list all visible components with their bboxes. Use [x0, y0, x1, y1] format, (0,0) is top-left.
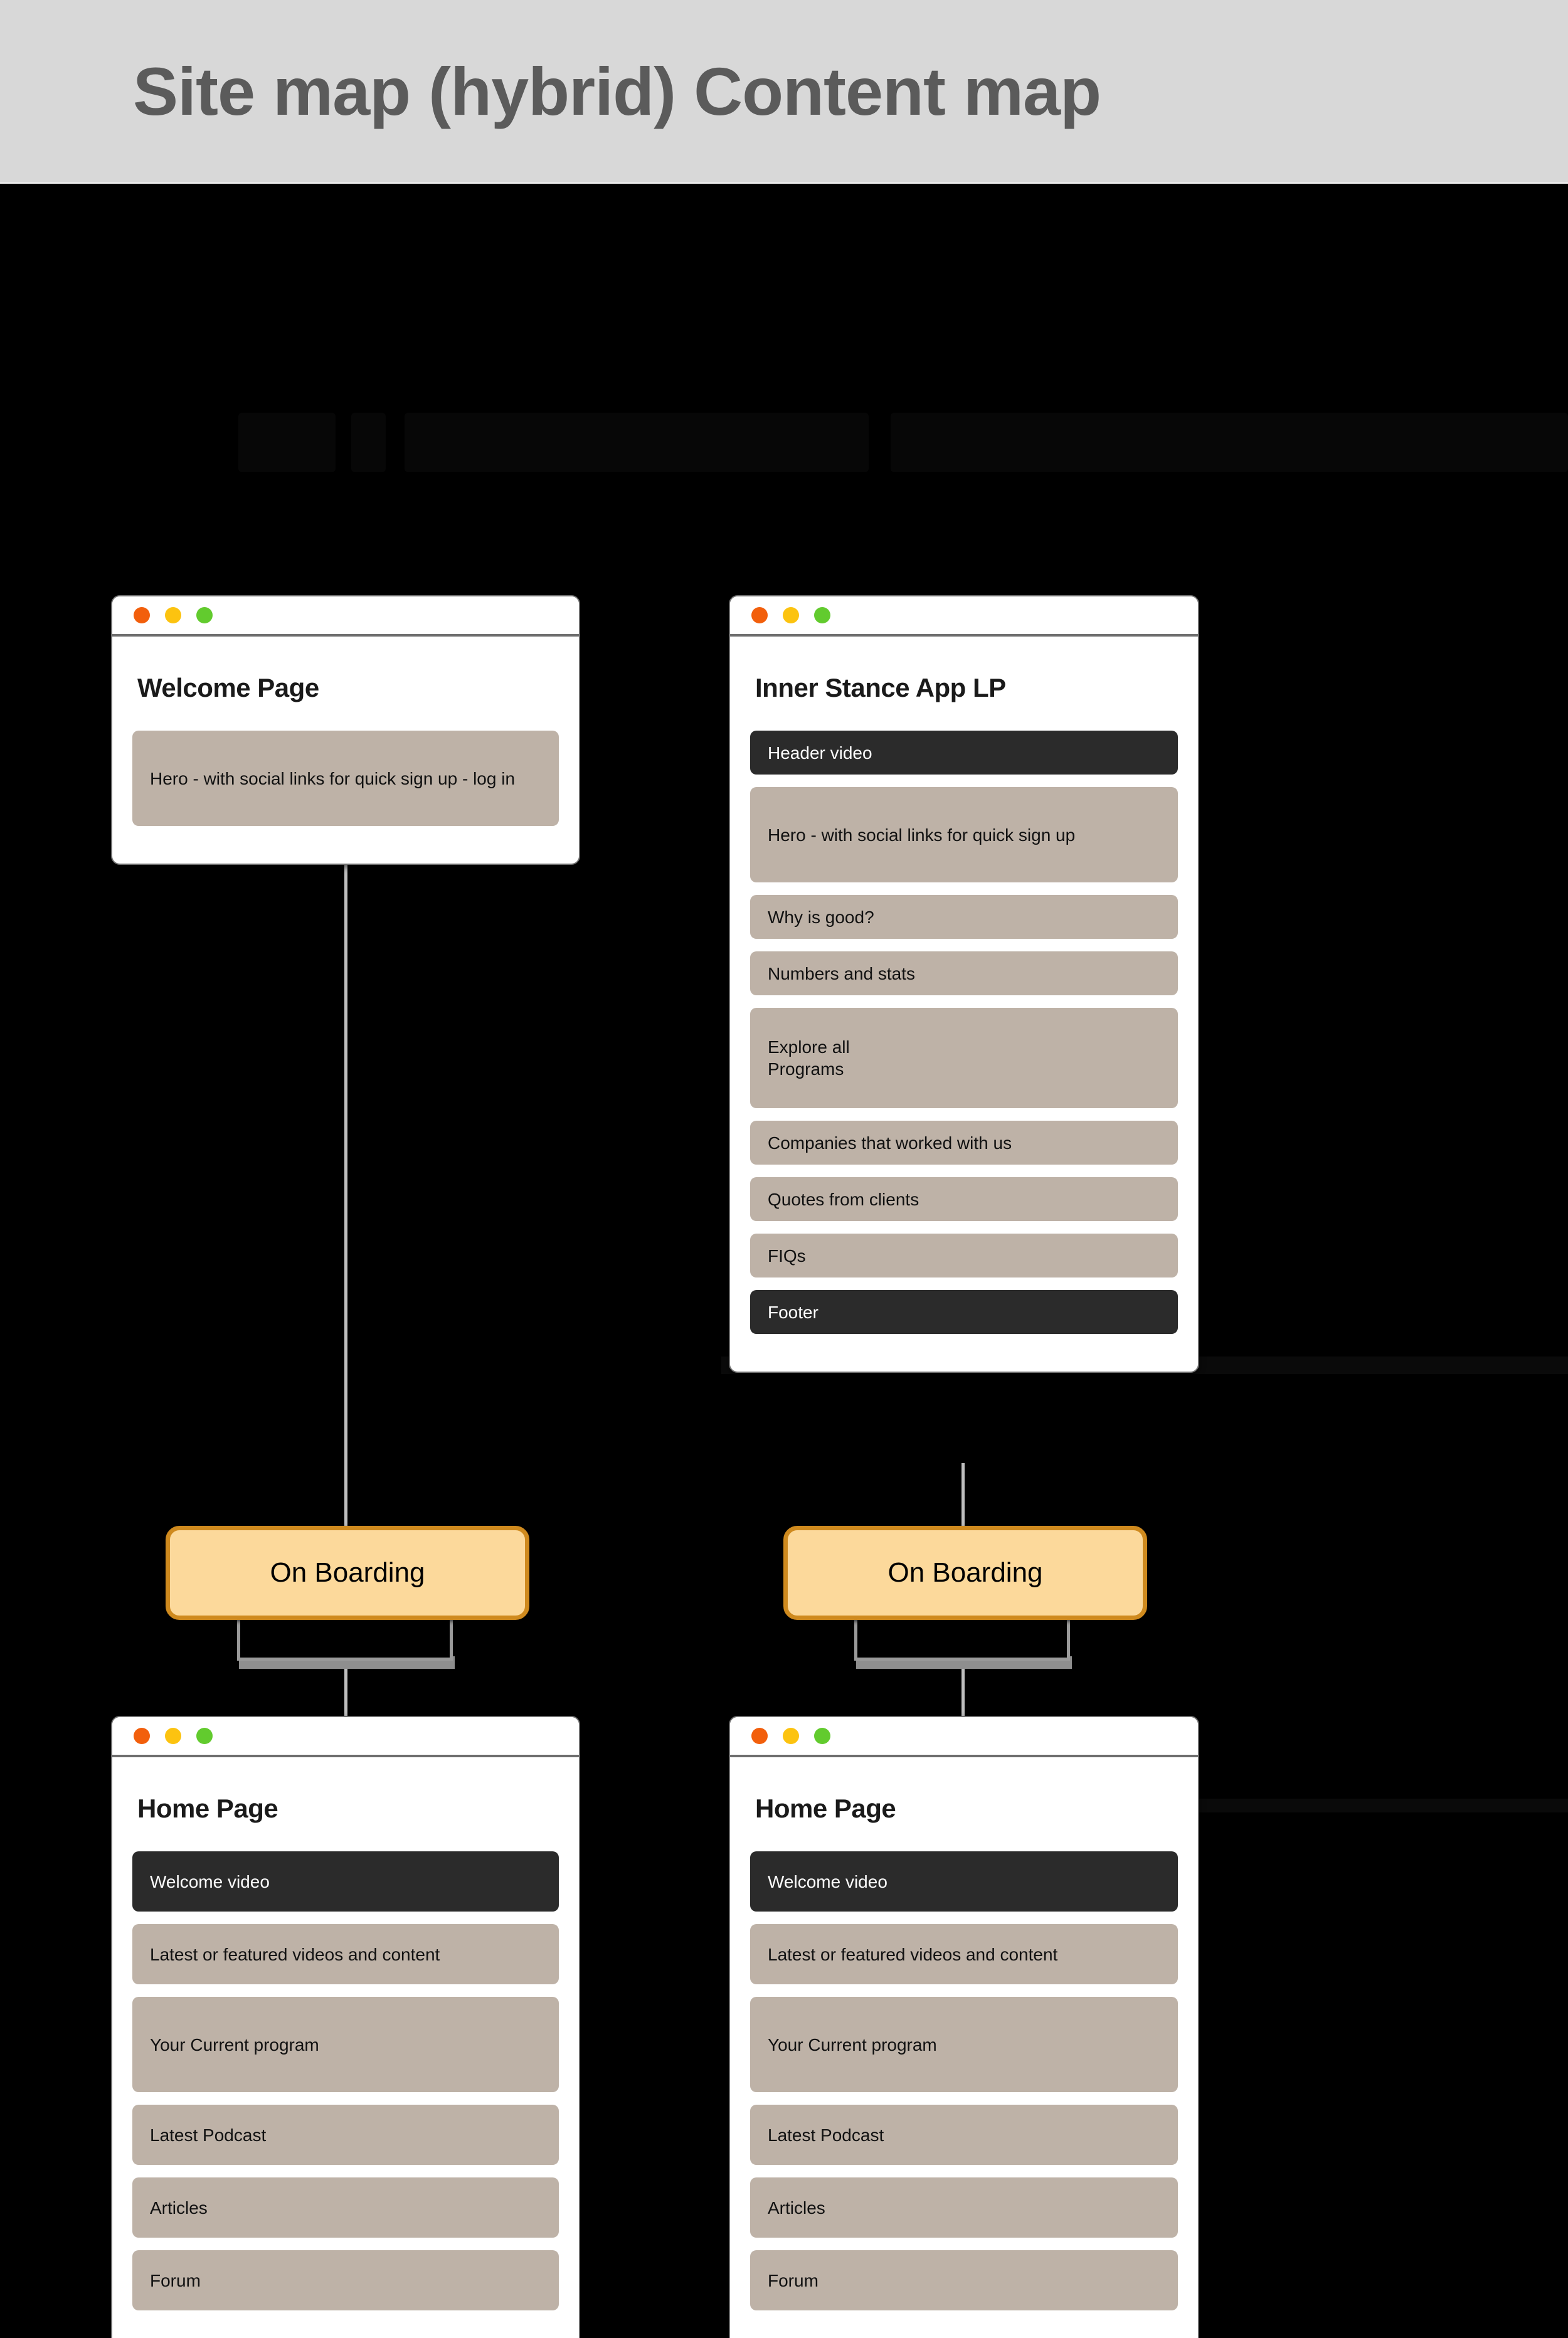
close-dot[interactable] — [751, 607, 768, 623]
section-block[interactable]: Hero - with social links for quick sign … — [750, 787, 1178, 882]
window-titlebar — [730, 596, 1198, 637]
window-body: Home Page Welcome video Latest or featur… — [730, 1757, 1198, 2338]
section-block[interactable]: Latest Podcast — [132, 2105, 559, 2165]
section-block[interactable]: Your Current program — [132, 1997, 559, 2092]
section-block[interactable]: Header video — [750, 731, 1178, 775]
section-block[interactable]: Welcome video — [132, 1851, 559, 1912]
page-header: Site map (hybrid) Content map — [0, 0, 1568, 184]
section-block[interactable]: Forum — [750, 2250, 1178, 2310]
minimize-dot[interactable] — [783, 607, 799, 623]
maximize-dot[interactable] — [196, 607, 213, 623]
section-block[interactable]: Welcome video — [750, 1851, 1178, 1912]
minimize-dot[interactable] — [165, 1728, 181, 1744]
onboarding-node-right[interactable]: On Boarding — [783, 1526, 1147, 1620]
maximize-dot[interactable] — [196, 1728, 213, 1744]
section-block[interactable]: Latest or featured videos and content — [132, 1924, 559, 1984]
ghost-band-2 — [1160, 1799, 1568, 1812]
window-title: Inner Stance App LP — [755, 673, 1006, 702]
close-dot[interactable] — [134, 607, 150, 623]
section-block[interactable]: Explore all Programs — [750, 1008, 1178, 1108]
close-dot[interactable] — [751, 1728, 768, 1744]
minimize-dot[interactable] — [783, 1728, 799, 1744]
window-titlebar — [112, 596, 579, 637]
window-body: Home Page Welcome video Latest or featur… — [112, 1757, 579, 2338]
section-block[interactable]: Quotes from clients — [750, 1177, 1178, 1221]
window-title: Welcome Page — [137, 673, 319, 702]
page-title: Site map (hybrid) Content map — [133, 53, 1101, 129]
diagram-board: Welcome Page Hero - with social links fo… — [0, 184, 1568, 2338]
window-body: Inner Stance App LP Header video Hero - … — [730, 637, 1198, 1372]
window-home-page-left[interactable]: Home Page Welcome video Latest or featur… — [111, 1716, 580, 2338]
section-block[interactable]: Articles — [132, 2177, 559, 2238]
section-block[interactable]: Latest Podcast — [750, 2105, 1178, 2165]
section-block[interactable]: Your Current program — [750, 1997, 1178, 2092]
minimize-dot[interactable] — [165, 607, 181, 623]
window-titlebar — [112, 1717, 579, 1757]
window-titlebar — [730, 1717, 1198, 1757]
window-home-page-right[interactable]: Home Page Welcome video Latest or featur… — [729, 1716, 1199, 2338]
section-block[interactable]: Hero - with social links for quick sign … — [132, 731, 559, 826]
maximize-dot[interactable] — [814, 1728, 830, 1744]
section-block[interactable]: FIQs — [750, 1234, 1178, 1277]
section-block[interactable]: Companies that worked with us — [750, 1121, 1178, 1165]
window-title: Home Page — [755, 1794, 896, 1823]
section-block[interactable]: Articles — [750, 2177, 1178, 2238]
ghost-shape-1 — [238, 413, 336, 472]
window-inner-stance-app-lp[interactable]: Inner Stance App LP Header video Hero - … — [729, 595, 1199, 1373]
maximize-dot[interactable] — [814, 607, 830, 623]
onboarding-node-left[interactable]: On Boarding — [166, 1526, 529, 1620]
connector-left-upper — [344, 809, 347, 1619]
section-block[interactable]: Why is good? — [750, 895, 1178, 939]
window-welcome-page[interactable]: Welcome Page Hero - with social links fo… — [111, 595, 580, 865]
ghost-shape-3 — [405, 413, 869, 472]
section-block[interactable]: Forum — [132, 2250, 559, 2310]
ghost-shape-4 — [891, 413, 1568, 472]
section-block[interactable]: Numbers and stats — [750, 951, 1178, 995]
ghost-shape-2 — [351, 413, 386, 472]
window-body: Welcome Page Hero - with social links fo… — [112, 637, 579, 864]
section-block[interactable]: Latest or featured videos and content — [750, 1924, 1178, 1984]
window-title: Home Page — [137, 1794, 278, 1823]
close-dot[interactable] — [134, 1728, 150, 1744]
section-block[interactable]: Footer — [750, 1290, 1178, 1334]
